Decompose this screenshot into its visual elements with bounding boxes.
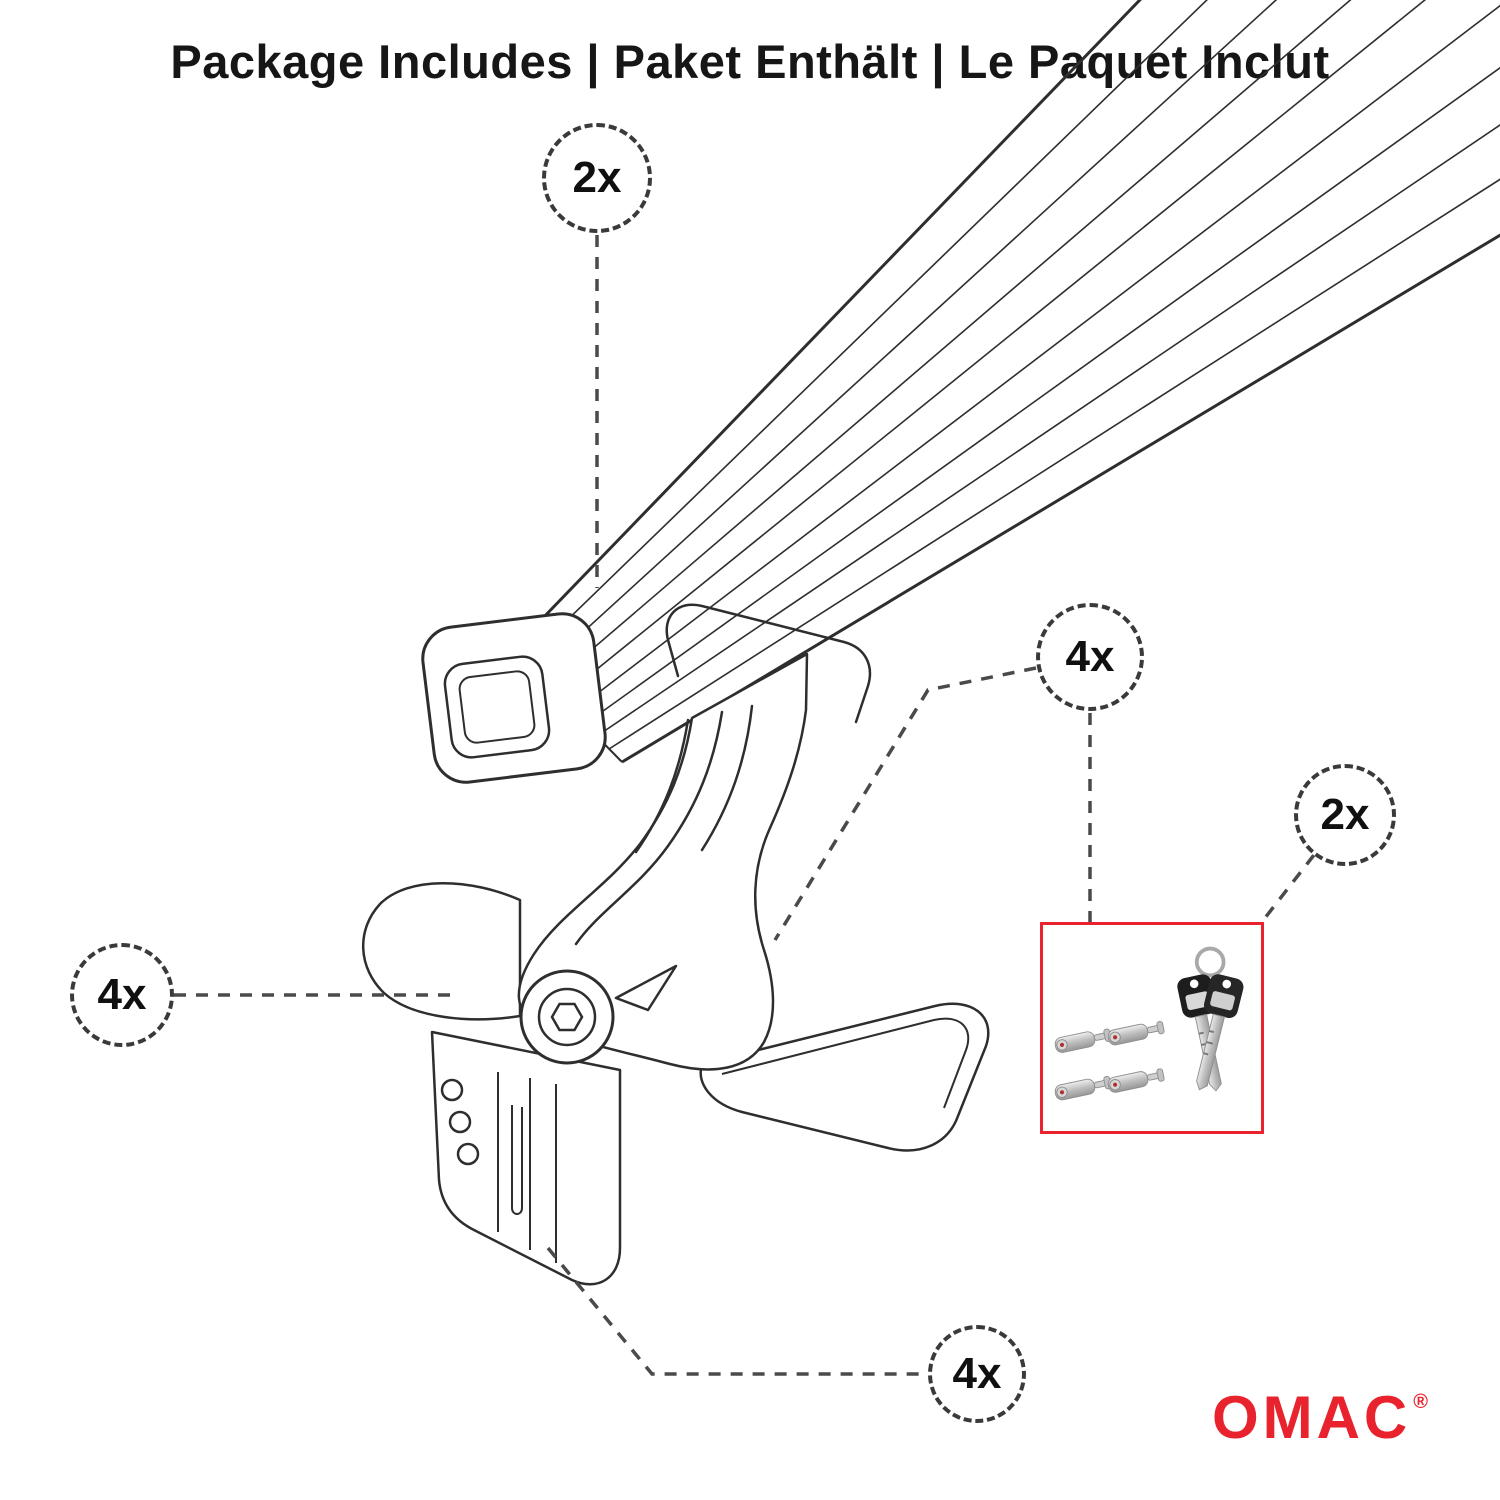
lock-cylinders-image: [1054, 1020, 1165, 1101]
lock-cylinder-icon: [1054, 1028, 1112, 1053]
foot-body: [517, 652, 809, 1071]
crossbar-drawing: [510, 0, 1500, 764]
keyring-icon: [1194, 946, 1226, 978]
included-hardware-box: [1040, 922, 1264, 1134]
base-pad-drawing: [699, 1002, 990, 1152]
registered-mark: ®: [1413, 1391, 1428, 1413]
foot-drawing: [361, 603, 872, 1071]
callout-label: 2x: [1320, 790, 1370, 839]
leader-clamp: [546, 1246, 926, 1376]
leader-locks-part: [773, 666, 1037, 941]
callout-keys-qty: 2x: [1294, 764, 1396, 866]
callout-label: 2x: [572, 153, 622, 202]
clamp-drawing: [430, 1030, 622, 1286]
foot-left-tab: [361, 882, 522, 1021]
key-icon: [1195, 974, 1244, 1091]
callout-label: 4x: [97, 970, 147, 1019]
callout-clamp-qty: 4x: [928, 1325, 1026, 1423]
keys-image: [1176, 946, 1244, 1092]
callout-crossbar-qty: 2x: [542, 123, 652, 233]
foot-top-jaw: [665, 603, 872, 724]
end-cap-drawing: [421, 612, 607, 784]
page-title: Package Includes | Paket Enthält | Le Pa…: [170, 35, 1330, 88]
callout-label: 4x: [1065, 632, 1115, 681]
callout-locks-qty: 4x: [1036, 603, 1144, 711]
foot-flange: [614, 964, 678, 1012]
lock-cylinder-icon: [1107, 1068, 1165, 1093]
callout-label: 4x: [952, 1349, 1002, 1398]
lock-cylinder-icon: [1054, 1075, 1112, 1101]
leader-lines: [174, 235, 1316, 1376]
logo-text: OMAC: [1211, 1384, 1412, 1451]
omac-logo: OMAC®: [1212, 1388, 1428, 1448]
callout-foot-qty: 4x: [70, 943, 174, 1047]
lock-cylinder-icon: [1107, 1020, 1165, 1046]
bolt-knob-drawing: [519, 969, 615, 1065]
